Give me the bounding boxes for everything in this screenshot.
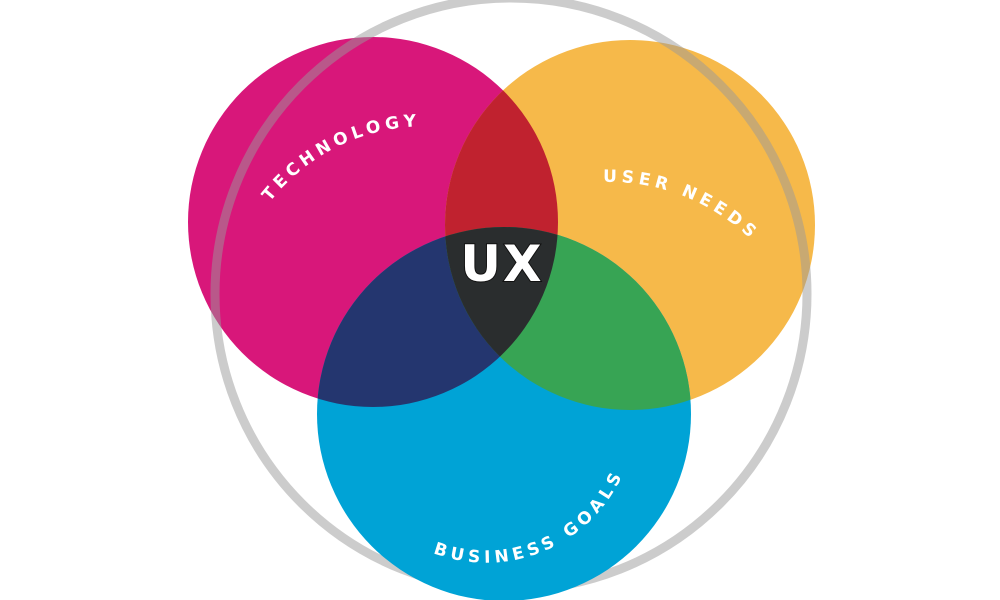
technology-business-overlap xyxy=(317,227,558,407)
ux-center-label: UX xyxy=(460,235,543,293)
user-needs-business-overlap xyxy=(445,227,691,410)
